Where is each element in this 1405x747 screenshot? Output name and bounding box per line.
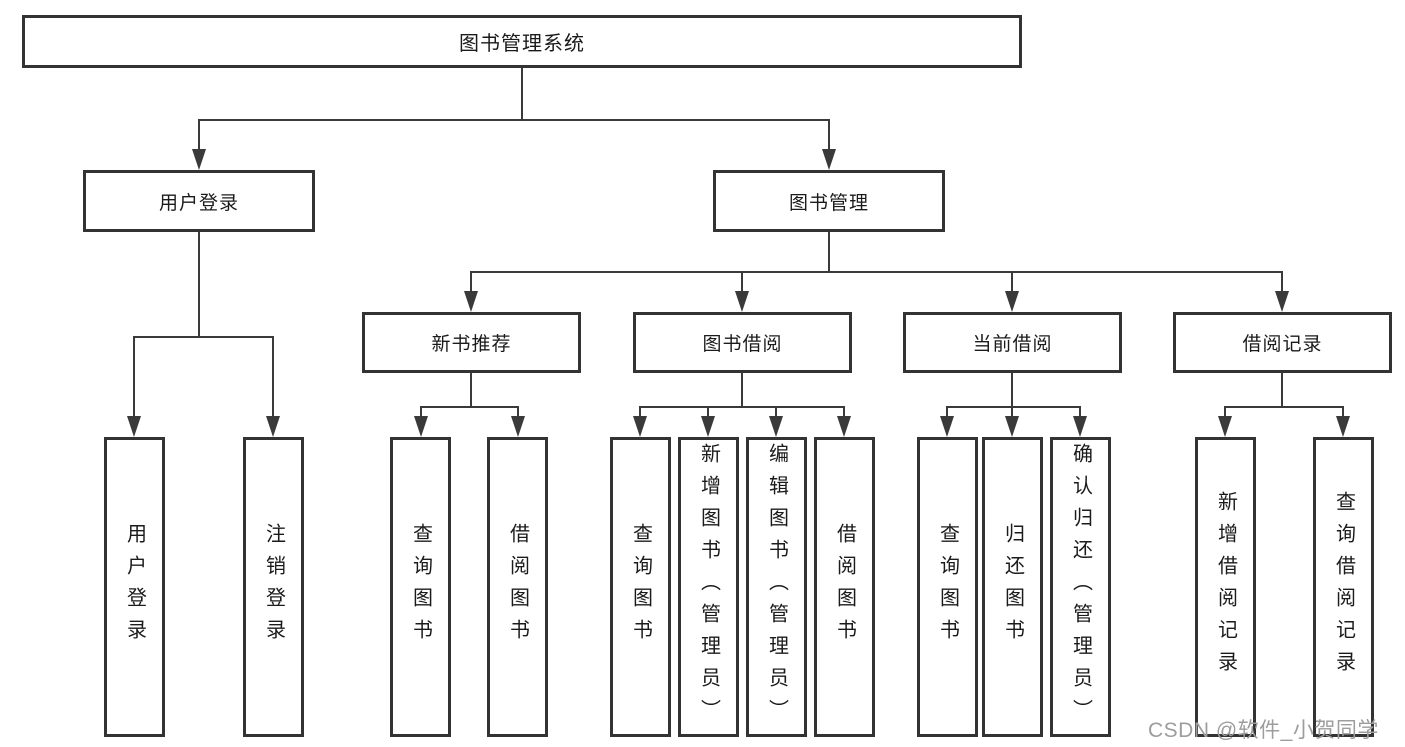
node-user-login-label: 用户登录 bbox=[158, 192, 239, 214]
leaf-return-books-label: 归还图书 bbox=[1001, 523, 1024, 651]
node-library-system: 图书管理系统 bbox=[22, 15, 1022, 68]
node-new-book-recommend: 新书推荐 bbox=[362, 312, 581, 373]
node-borrowing-records: 借阅记录 bbox=[1173, 312, 1392, 373]
node-book-management-label: 图书管理 bbox=[788, 192, 869, 214]
leaf-query-books-borrowing-label: 查询图书 bbox=[629, 523, 652, 651]
node-book-management: 图书管理 bbox=[713, 170, 945, 232]
leaf-add-borrow-record-label: 新增借阅记录 bbox=[1214, 491, 1237, 683]
leaf-borrow-books: 借阅图书 bbox=[814, 437, 875, 737]
leaf-add-book-admin-label: 新增图书（管理员） bbox=[697, 443, 720, 731]
leaf-confirm-return-admin-label: 确认归还（管理员） bbox=[1069, 443, 1092, 731]
node-new-book-recommend-label: 新书推荐 bbox=[431, 334, 512, 355]
csdn-watermark: CSDN @软件_小贺同学 bbox=[1148, 719, 1379, 742]
node-library-system-label: 图书管理系统 bbox=[459, 33, 585, 55]
node-book-borrowing: 图书借阅 bbox=[633, 312, 852, 373]
leaf-edit-book-admin-label: 编辑图书（管理员） bbox=[765, 443, 788, 731]
leaf-borrow-books-label: 借阅图书 bbox=[833, 523, 856, 651]
leaf-query-books-recommend-label: 查询图书 bbox=[409, 523, 432, 651]
leaf-return-books: 归还图书 bbox=[982, 437, 1043, 737]
leaf-query-borrow-record-label: 查询借阅记录 bbox=[1332, 491, 1355, 683]
leaf-query-books-recommend: 查询图书 bbox=[390, 437, 451, 737]
leaf-user-login: 用户登录 bbox=[104, 437, 165, 737]
leaf-edit-book-admin: 编辑图书（管理员） bbox=[746, 437, 807, 737]
leaf-query-borrow-record: 查询借阅记录 bbox=[1313, 437, 1374, 737]
leaf-add-book-admin: 新增图书（管理员） bbox=[678, 437, 739, 737]
node-borrowing-records-label: 借阅记录 bbox=[1242, 334, 1323, 355]
node-book-borrowing-label: 图书借阅 bbox=[702, 334, 783, 355]
leaf-confirm-return-admin: 确认归还（管理员） bbox=[1050, 437, 1111, 737]
leaf-logout-label: 注销登录 bbox=[262, 523, 285, 651]
leaf-user-login-label: 用户登录 bbox=[123, 523, 146, 651]
leaf-query-books-borrowing: 查询图书 bbox=[610, 437, 671, 737]
node-current-borrowing-label: 当前借阅 bbox=[972, 334, 1053, 355]
leaf-logout: 注销登录 bbox=[243, 437, 304, 737]
leaf-query-books-current: 查询图书 bbox=[917, 437, 978, 737]
leaf-borrow-books-recommend-label: 借阅图书 bbox=[506, 523, 529, 651]
leaf-borrow-books-recommend: 借阅图书 bbox=[487, 437, 548, 737]
leaf-query-books-current-label: 查询图书 bbox=[936, 523, 959, 651]
leaf-add-borrow-record: 新增借阅记录 bbox=[1195, 437, 1256, 737]
node-current-borrowing: 当前借阅 bbox=[903, 312, 1122, 373]
node-user-login: 用户登录 bbox=[83, 170, 315, 232]
